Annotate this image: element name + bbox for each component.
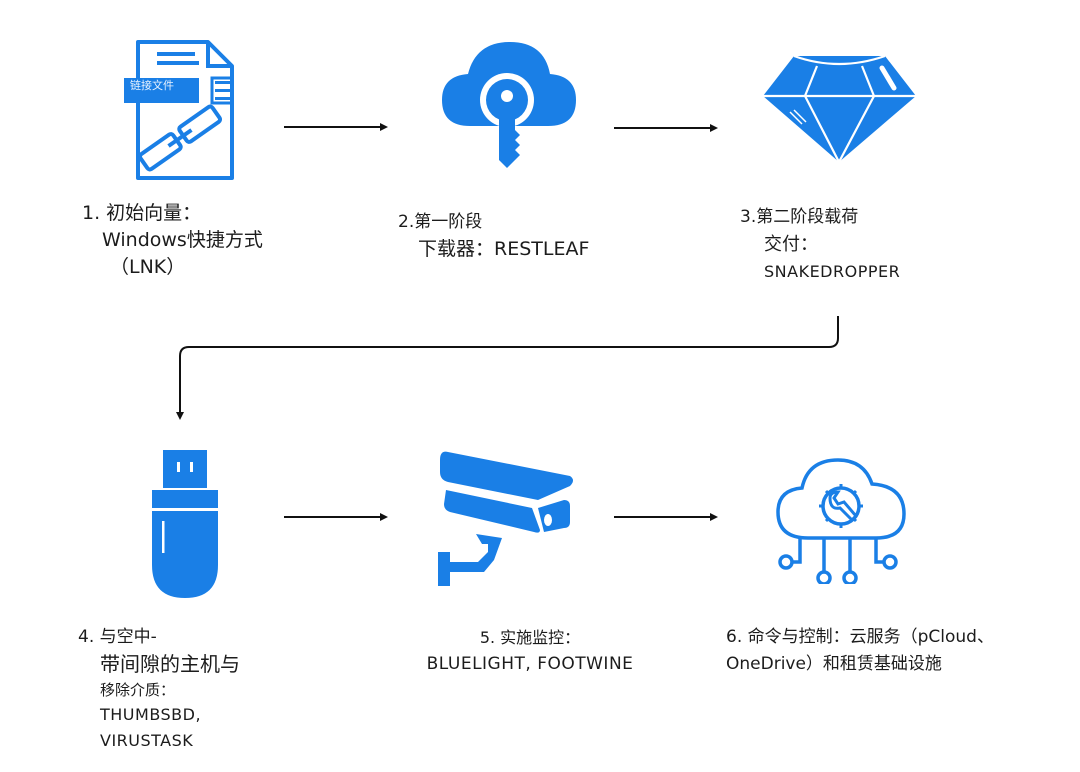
step-3-line-3: SNAKEDROPPER [764,262,901,281]
step-2-title: 2.第一阶段 [398,212,483,232]
step-3-label: 3.第二阶段载荷 交付： SNAKEDROPPER [740,204,900,285]
step-4-label: 4. 与空中- 带间隙的主机与 移除介质： THUMBSBD, VIRUSTAS… [78,624,240,754]
step-5-title: 5. 实施监控： [479,628,581,647]
step-1-label: 1. 初始向量： Windows快捷方式 （LNK） [82,200,263,281]
security-camera-icon [436,448,576,588]
step-6-label: 6. 命令与控制：云服务（pCloud、 OneDrive）和租赁基础设施 [726,624,994,678]
arrow-3-4 [176,316,839,420]
cloud-key-icon [440,38,580,173]
step-4-line-5: VIRUSTASK [100,731,194,750]
step-1-title: 1. 初始向量： [82,202,202,224]
step-2-line-2: 下载器：RESTLEAF [418,238,590,260]
step-3-title: 3.第二阶段载荷 [740,207,859,227]
step-4-title: 4. 与空中- [78,627,157,647]
step-1-line-3: （LNK） [110,256,186,278]
step-2-label: 2.第一阶段 下载器：RESTLEAF [398,210,589,263]
step-5-line-2: BLUELIGHT, FOOTWINE [426,654,634,674]
step-6-line-2: OneDrive）和租赁基础设施 [726,654,942,674]
diamond-icon [762,54,917,165]
lnk-file-icon: 链接文件 [120,38,250,183]
step-5-label: 5. 实施监控： BLUELIGHT, FOOTWINE [410,624,650,678]
step-6-title: 6. 命令与控制：云服务（pCloud、 [726,627,994,647]
lnk-badge: 链接文件 [124,78,199,103]
step-1-line-2: Windows快捷方式 [102,229,263,251]
cloud-settings-icon [772,454,912,586]
step-4-line-2: 带间隙的主机与 [100,652,240,676]
step-3-line-2: 交付： [764,234,818,255]
step-4-line-4: THUMBSBD, [100,705,202,724]
usb-drive-icon [152,450,218,600]
step-4-line-3: 移除介质： [100,681,176,699]
